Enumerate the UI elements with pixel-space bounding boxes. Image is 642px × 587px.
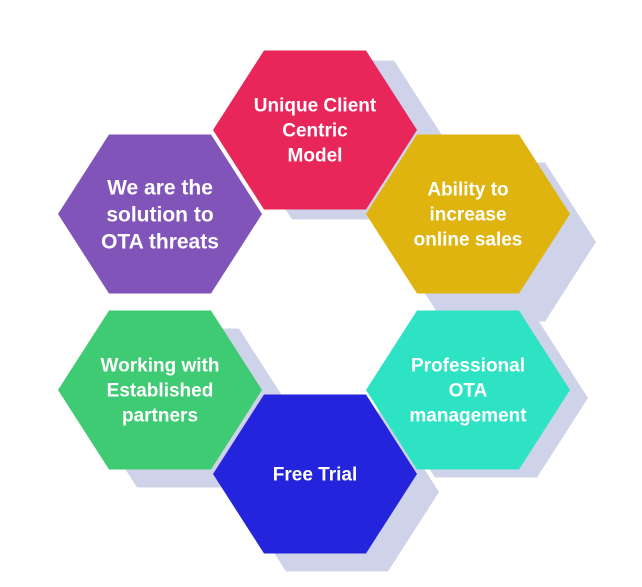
hexagon-shape-professional-ota [366, 310, 570, 470]
hexagon-label-ability-sales-line-2: increase [429, 205, 506, 226]
hexagon-label-working-partners-line-3: partners [122, 406, 198, 427]
hexagon-label-ability-sales-line-3: online sales [414, 230, 523, 251]
hexagon-label-working-partners-line-2: Established [107, 381, 214, 402]
hexagon-label-working-partners-line-1: Working with [101, 356, 220, 377]
hexagon-label-professional-ota-line-3: management [409, 406, 527, 427]
hexagon-label-ability-sales-line-1: Ability to [427, 180, 508, 201]
hexagon-label-unique-client-line-1: Unique Client [254, 96, 377, 117]
hexagon-label-ota-threats-line-2: solution to [106, 203, 213, 226]
hexagon-label-ota-threats-line-1: We are the [107, 176, 213, 199]
hexagon-label-ota-threats-line-3: OTA threats [101, 230, 219, 253]
hexagon-ota-threats: We are the solution to OTA threats [58, 134, 262, 294]
hexagon-label-professional-ota-line-1: Professional [411, 356, 525, 377]
hexagon-ability-sales: Ability to increase online sales [366, 134, 570, 294]
hexagon-free-trial: Free Trial [213, 394, 417, 554]
hexagon-shape-working-partners [58, 310, 262, 470]
hexagon-label-free-trial-line-1: Free Trial [273, 465, 358, 486]
hexagon-label-unique-client-line-3: Model [288, 146, 343, 167]
hexagon-shape-ota-threats [58, 134, 262, 294]
hexagon-label-professional-ota-line-2: OTA [449, 381, 488, 402]
hexagon-shape-unique-client [213, 50, 417, 210]
hexagon-shape-free-trial [213, 394, 417, 554]
hexagon-label-unique-client-line-2: Centric [282, 121, 348, 142]
hexagon-shape-ability-sales [366, 134, 570, 294]
